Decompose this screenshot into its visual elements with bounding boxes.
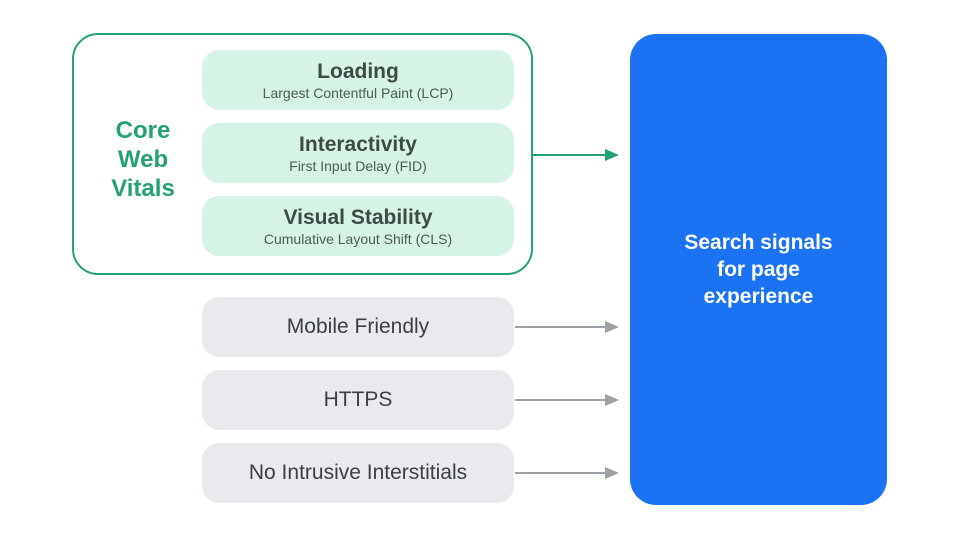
vital-subtitle: Largest Contentful Paint (LCP) — [262, 84, 454, 101]
vital-title: Interactivity — [299, 132, 417, 156]
vital-subtitle: First Input Delay (FID) — [289, 157, 427, 174]
vital-subtitle: Cumulative Layout Shift (CLS) — [263, 230, 453, 247]
signal-box-https: HTTPS — [202, 370, 514, 430]
signal-box-mobile-friendly: Mobile Friendly — [202, 297, 514, 357]
signal-label: HTTPS — [323, 388, 393, 411]
core-web-vitals-arrow — [531, 149, 619, 161]
vital-box-loading: Loading Largest Contentful Paint (LCP) — [202, 50, 514, 110]
search-signals-result-box: Search signals for page experience — [630, 34, 887, 505]
result-text-line: experience — [703, 285, 814, 308]
mobile-friendly-arrow — [515, 321, 619, 333]
signal-label: No Intrusive Interstitials — [248, 461, 468, 484]
core-web-vitals-label-line: Vitals — [111, 175, 175, 202]
vital-title: Loading — [317, 59, 399, 83]
vital-box-visual-stability: Visual Stability Cumulative Layout Shift… — [202, 196, 514, 256]
signal-label: Mobile Friendly — [286, 315, 430, 338]
core-web-vitals-label: Core Web Vitals — [83, 116, 203, 203]
result-text-line: for page — [717, 258, 800, 281]
no-intrusive-interstitials-arrow — [515, 467, 619, 479]
core-web-vitals-label-line: Core — [115, 117, 171, 144]
core-web-vitals-label-line: Web — [117, 146, 169, 173]
vital-title: Visual Stability — [283, 205, 433, 229]
vital-box-interactivity: Interactivity First Input Delay (FID) — [202, 123, 514, 183]
https-arrow — [515, 394, 619, 406]
result-text-line: Search signals — [684, 231, 833, 254]
signal-box-no-intrusive-interstitials: No Intrusive Interstitials — [202, 443, 514, 503]
